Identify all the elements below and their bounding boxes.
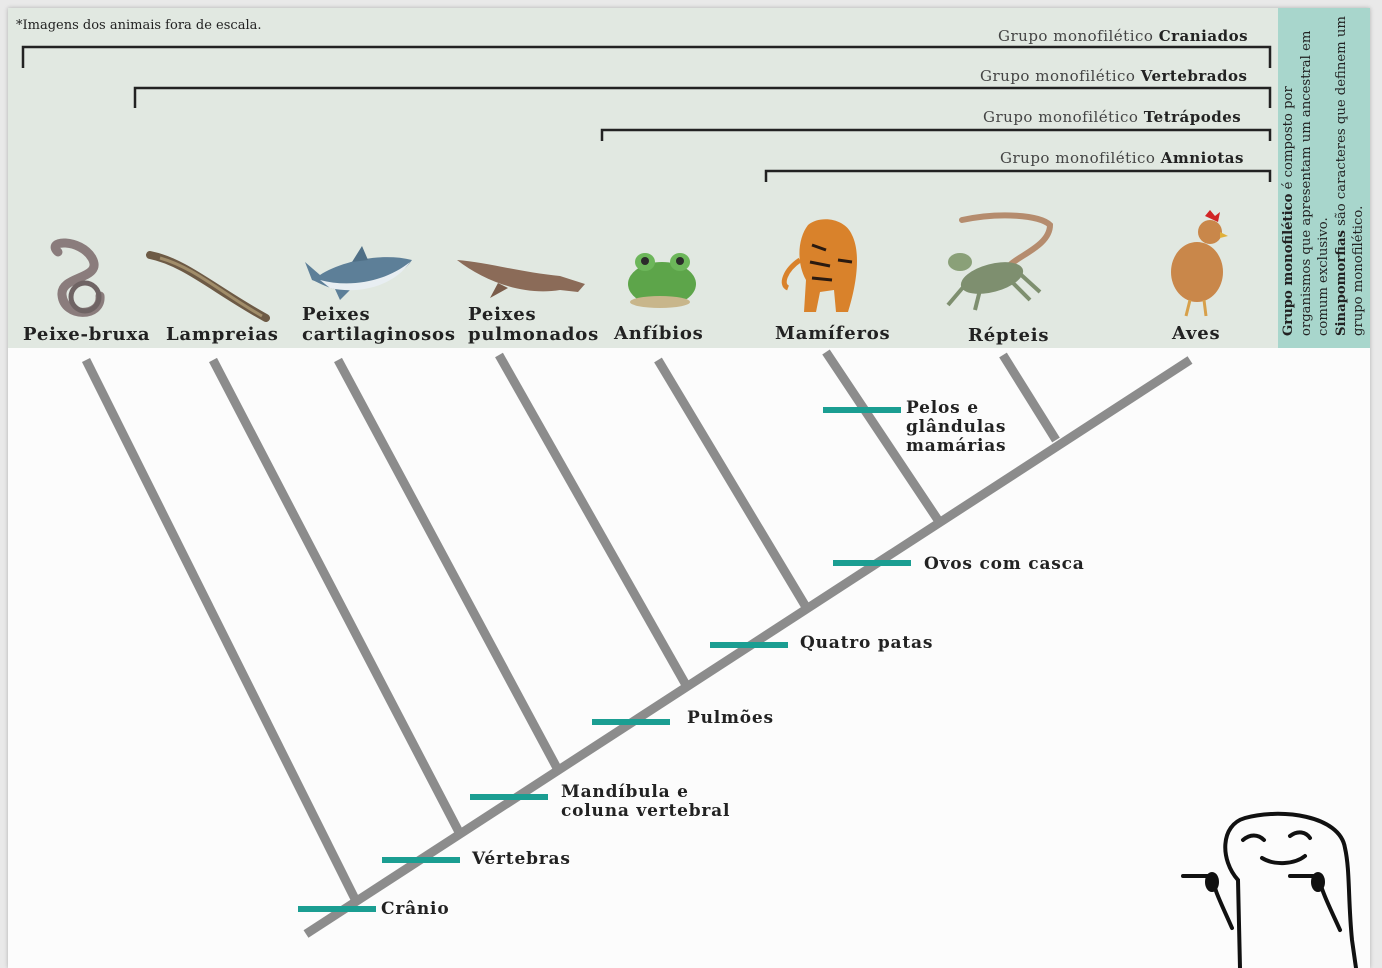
lamprey-icon <box>150 255 266 318</box>
animal-label-mammals: Mamíferos <box>775 324 891 344</box>
branch-hagfish <box>86 360 355 899</box>
trait-label-vertebras: Vértebras <box>472 850 571 869</box>
trait-label-ovos: Ovos com casca <box>924 555 1085 574</box>
branch-lungfish <box>499 355 686 685</box>
trait-label-mandibula: Mandíbula e coluna vertebral <box>561 783 730 821</box>
animal-label-lungfish: Peixes pulmonados <box>468 305 599 345</box>
flork-meme-icon <box>1183 814 1356 968</box>
trait-label-pulmoes: Pulmões <box>687 709 774 728</box>
bracket-vertebrados <box>135 88 1270 108</box>
tiger-icon <box>784 219 857 312</box>
animal-label-lamprey: Lampreias <box>166 325 279 345</box>
animal-label-cartilaginous: Peixes cartilaginosos <box>302 305 456 345</box>
trait-label-quatro-patas: Quatro patas <box>800 634 933 653</box>
branch-lamprey <box>213 360 459 832</box>
bracket-craniados <box>23 47 1270 68</box>
trait-label-pelos: Pelos e glândulas mamárias <box>906 399 1006 456</box>
branch-amphibians <box>658 360 806 607</box>
branch-reptiles <box>1003 355 1056 440</box>
iguana-icon <box>948 215 1050 310</box>
frog-icon <box>628 253 696 308</box>
bracket-tetrapodes <box>602 130 1270 141</box>
trait-markers <box>298 410 911 909</box>
trait-label-cranio: Crânio <box>381 900 449 919</box>
bracket-amniotas <box>766 171 1270 182</box>
animal-label-hagfish: Peixe-bruxa <box>23 325 150 345</box>
cladogram-branches <box>86 352 1190 934</box>
hen-icon <box>1171 210 1228 316</box>
group-brackets <box>23 47 1270 182</box>
branch-cartilaginous <box>338 360 557 768</box>
animal-label-birds: Aves <box>1172 324 1220 344</box>
hagfish-icon <box>55 243 100 312</box>
animal-label-amphibians: Anfíbios <box>614 324 704 344</box>
lungfish-icon <box>457 260 585 298</box>
shark-icon <box>305 246 412 300</box>
animal-label-reptiles: Répteis <box>968 326 1049 346</box>
